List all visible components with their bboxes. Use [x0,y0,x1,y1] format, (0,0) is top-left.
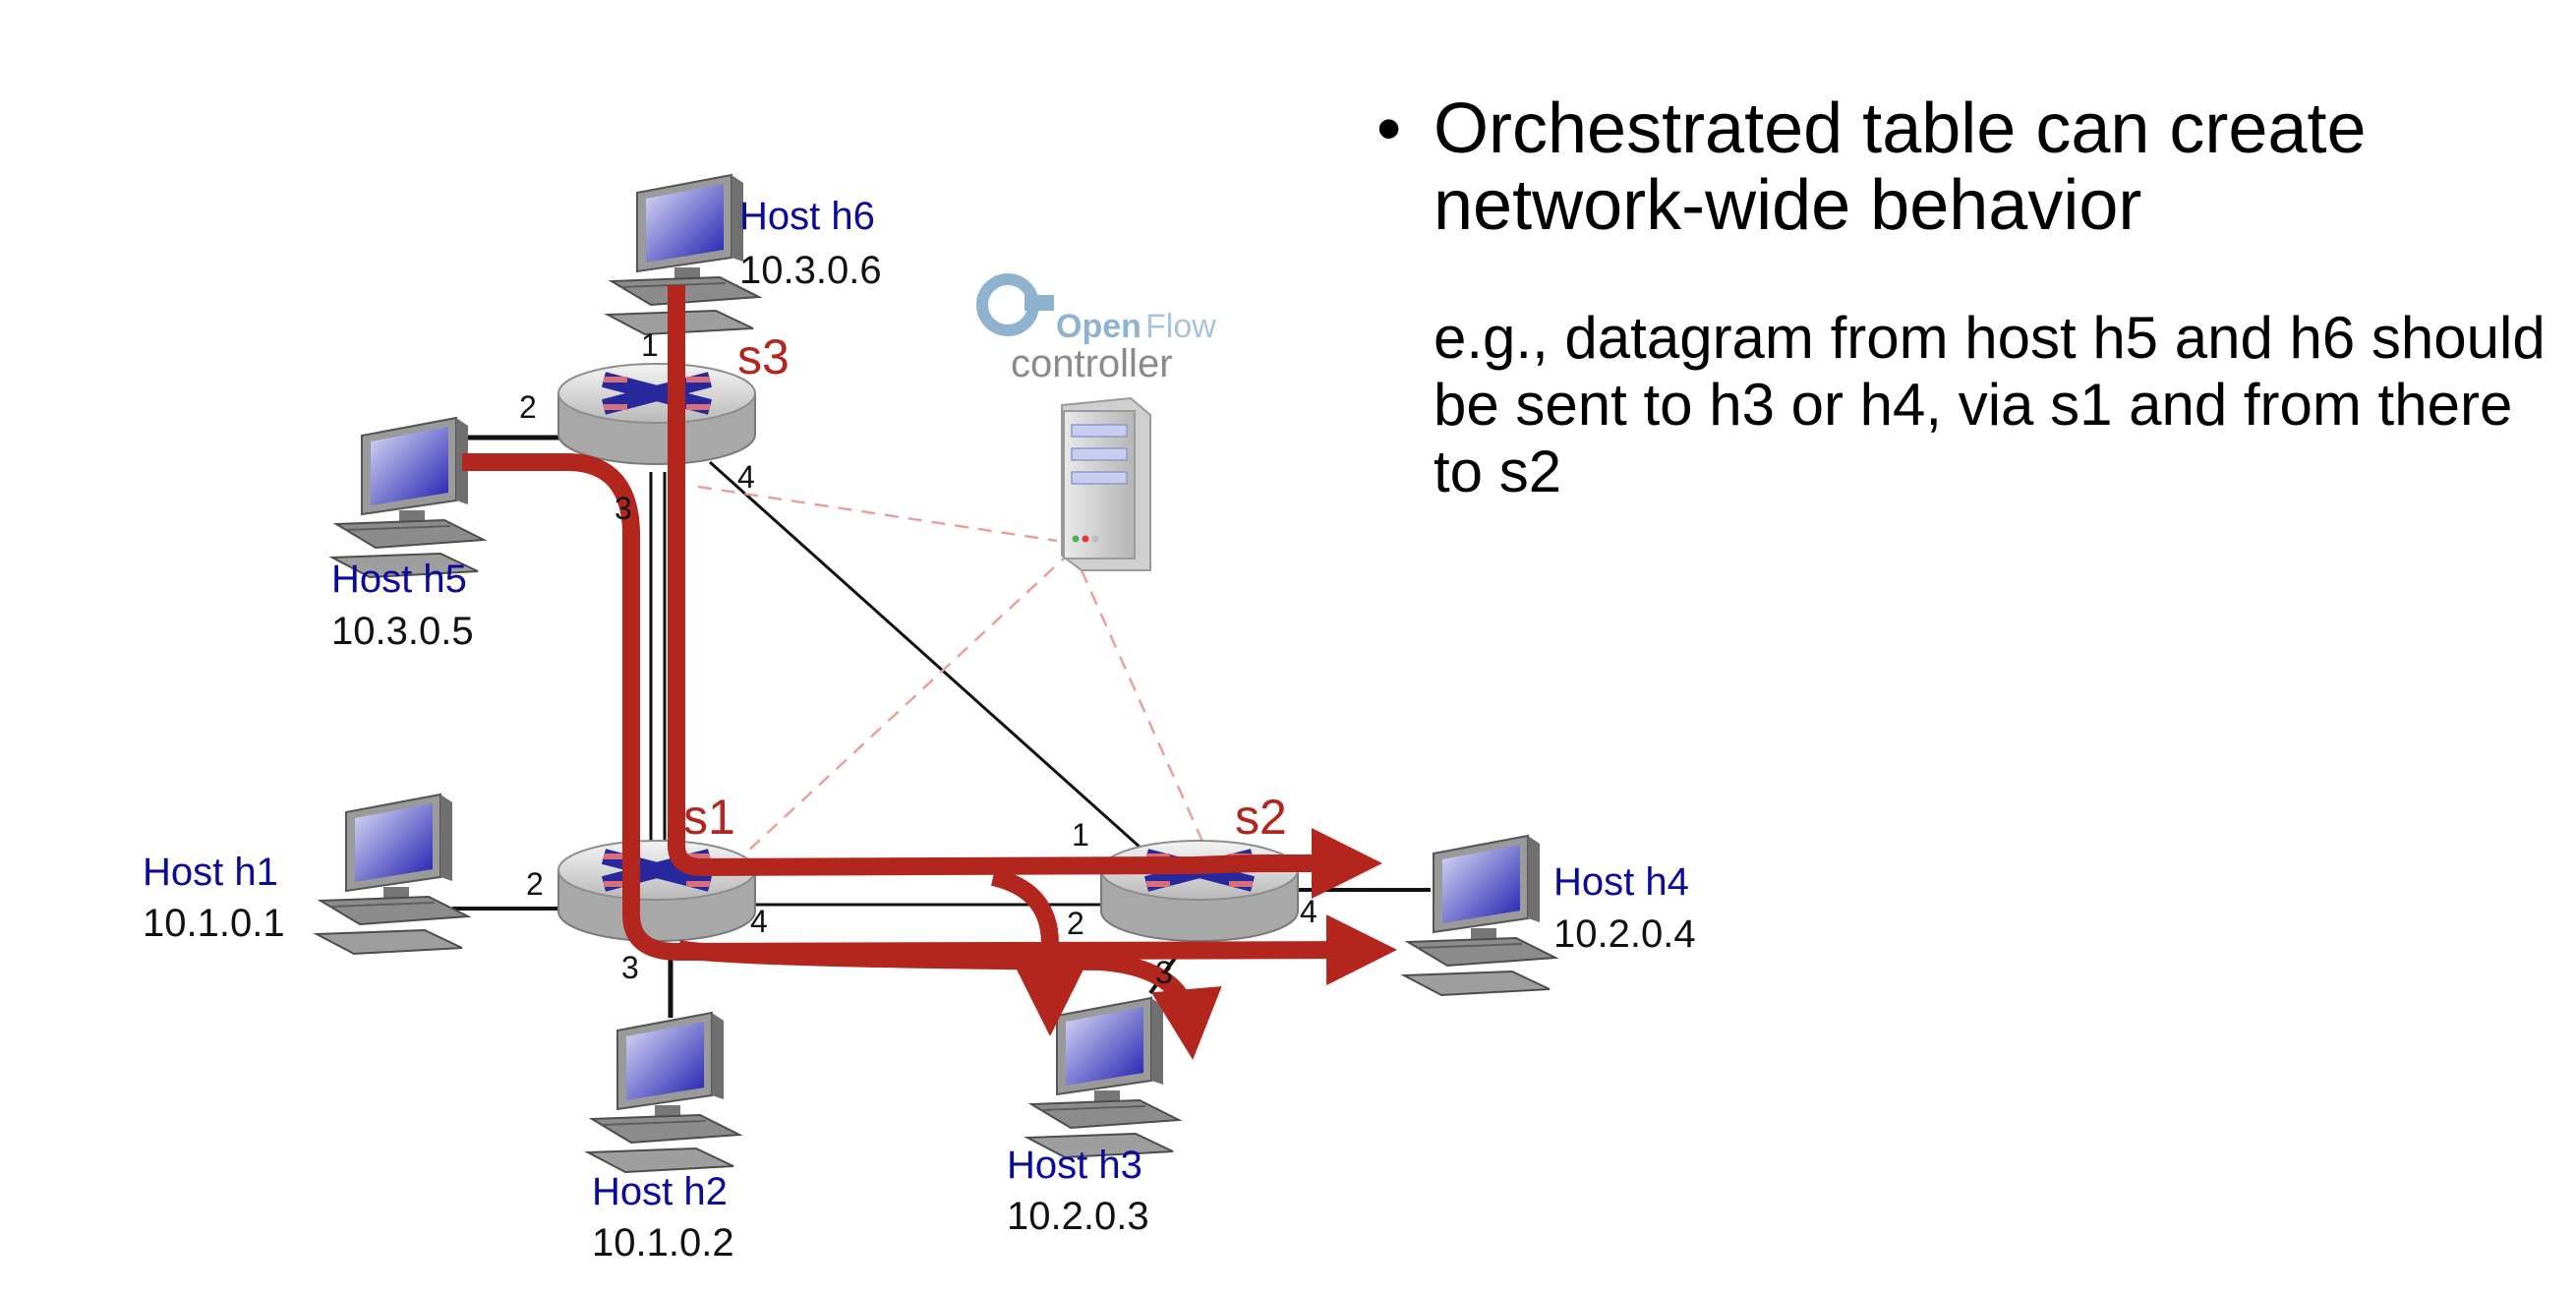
switch-s1-label: s1 [683,790,735,845]
svg-text:10.1.0.2: 10.1.0.2 [592,1221,734,1265]
svg-text:10.2.0.3: 10.2.0.3 [1007,1195,1149,1238]
flow-paths [462,285,1397,1060]
host-h5-computer-icon [331,417,485,578]
port-s1-3: 3 [621,950,639,985]
svg-text:Host h6: Host h6 [739,195,875,238]
host-h3-computer-icon [1026,997,1180,1158]
port-s3-4: 4 [737,459,755,495]
host-h4-computer-icon [1403,835,1556,996]
switch-s3-label: s3 [737,329,790,384]
svg-text:Host h2: Host h2 [592,1170,728,1213]
link-s3-s2 [708,460,1162,867]
svg-text:10.2.0.4: 10.2.0.4 [1553,912,1696,956]
port-s2-1: 1 [1072,817,1089,853]
svg-text:10.3.0.5: 10.3.0.5 [331,610,474,653]
bullet-item: • Orchestrated table can create network-… [1376,90,2556,244]
switch-s3-icon [558,364,755,464]
svg-text:Host h3: Host h3 [1007,1144,1142,1187]
port-s2-4: 4 [1300,894,1317,929]
switch-s2-label: s2 [1235,790,1287,845]
data-links [452,435,1431,1018]
port-s1-4: 4 [750,904,768,939]
slide-text: • Orchestrated table can create network-… [1376,90,2556,505]
controller-label: controller [1011,342,1173,385]
openflow-controller: Open Flow controller [976,273,1216,571]
switch-s1-icon [558,841,755,941]
svg-text:Host h1: Host h1 [143,851,278,894]
host-h4-label: Host h4 10.2.0.4 [1553,860,1696,956]
host-h2-label: Host h2 10.1.0.2 [592,1170,734,1265]
svg-text:10.1.0.1: 10.1.0.1 [143,902,285,945]
port-s1-2: 2 [526,866,544,902]
example-text: e.g., datagram from host h5 and h6 shoul… [1434,305,2546,504]
control-links [697,485,1206,866]
bullet-dot-icon: • [1376,89,1402,168]
path-to-h3-a [990,868,1085,1036]
host-h6-label: Host h6 10.3.0.6 [739,195,882,292]
server-icon [1061,396,1151,571]
path-h6-to-h4 [668,285,1382,899]
svg-text:10.3.0.6: 10.3.0.6 [739,249,882,292]
path-to-h3-b [676,940,1222,1060]
host-h1-computer-icon [316,794,469,955]
host-h1-label: Host h1 10.1.0.1 [143,851,285,945]
port-s3-3: 3 [615,491,632,526]
host-h5-label: Host h5 10.3.0.5 [331,558,474,653]
openflow-flow-text: Flow [1145,308,1216,345]
port-s3-1: 1 [641,327,659,363]
bullet-text: Orchestrated table can create network-wi… [1434,89,2367,245]
host-h2-computer-icon [587,1012,740,1173]
port-s3-2: 2 [519,389,537,425]
svg-text:Host h4: Host h4 [1553,860,1689,904]
port-s2-3: 3 [1155,955,1173,990]
openflow-open-text: Open [1056,308,1142,345]
port-s2-2: 2 [1067,906,1084,941]
path-h5-to-h4 [462,453,1397,986]
svg-text:Host h5: Host h5 [331,558,467,601]
host-h3-label: Host h3 10.2.0.3 [1007,1144,1149,1238]
